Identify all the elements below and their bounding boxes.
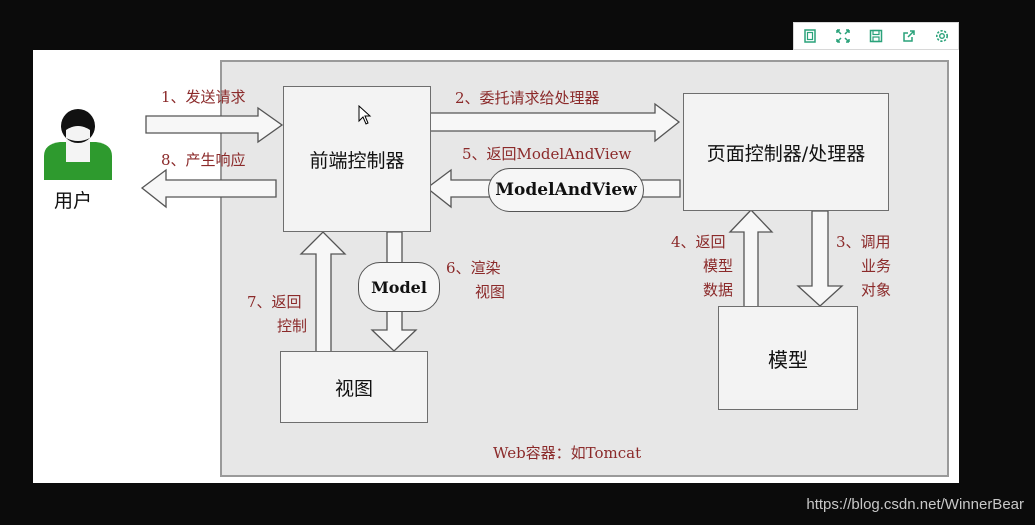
view-box-label: 视图 [334, 377, 373, 400]
front-controller-box: 前端控制器 [283, 86, 431, 232]
step-7-label-line2: 控制 [277, 317, 308, 335]
step-6-label-line1: 6、渲染 [446, 259, 501, 277]
step-7-label-line1: 7、返回 [247, 293, 302, 311]
step-6-label-line2: 视图 [475, 283, 506, 301]
user-figure: 用户 [38, 104, 118, 214]
arrow-response [140, 168, 277, 209]
arrow-return-model [728, 209, 774, 309]
front-controller-label: 前端控制器 [309, 149, 405, 172]
user-label: 用户 [54, 190, 93, 212]
share-icon[interactable] [899, 26, 919, 46]
step-4-label-line2: 模型 [703, 257, 734, 275]
model-pill: Model [358, 262, 440, 312]
model-box-label: 模型 [768, 347, 808, 372]
settings-icon[interactable] [932, 26, 952, 46]
save-icon[interactable] [866, 26, 886, 46]
step-1-label: 1、发送请求 [161, 88, 246, 106]
step-3-label-line2: 业务 [861, 257, 892, 275]
step-8-label: 8、产生响应 [161, 151, 246, 169]
step-3-label-line1: 3、调用 [836, 233, 891, 251]
viewer-toolbar [793, 22, 959, 50]
page-controller-box: 页面控制器/处理器 [683, 93, 889, 211]
arrow-return-control [299, 231, 347, 353]
step-4-label-line3: 数据 [703, 281, 734, 299]
step-3-label-line3: 对象 [861, 281, 892, 299]
user-icon [44, 109, 112, 180]
model-and-view-pill: ModelAndView [488, 168, 644, 212]
watermark: https://blog.csdn.net/WinnerBear [806, 496, 1024, 513]
fullscreen-icon[interactable] [833, 26, 853, 46]
page-controller-label: 页面控制器/处理器 [706, 142, 866, 165]
arrow-send-request [145, 106, 284, 144]
step-2-label: 2、委托请求给处理器 [455, 89, 600, 107]
mouse-cursor-icon [358, 105, 372, 125]
step-4-label-line1: 4、返回 [671, 233, 726, 251]
arrow-delegate [429, 102, 681, 143]
arrow-call-business [796, 210, 844, 307]
web-container-label: Web容器：如Tomcat [493, 444, 642, 462]
model-box: 模型 [718, 306, 858, 410]
step-5-label: 5、返回ModelAndView [462, 145, 632, 163]
fit-page-icon[interactable] [800, 26, 820, 46]
view-box: 视图 [280, 351, 428, 423]
